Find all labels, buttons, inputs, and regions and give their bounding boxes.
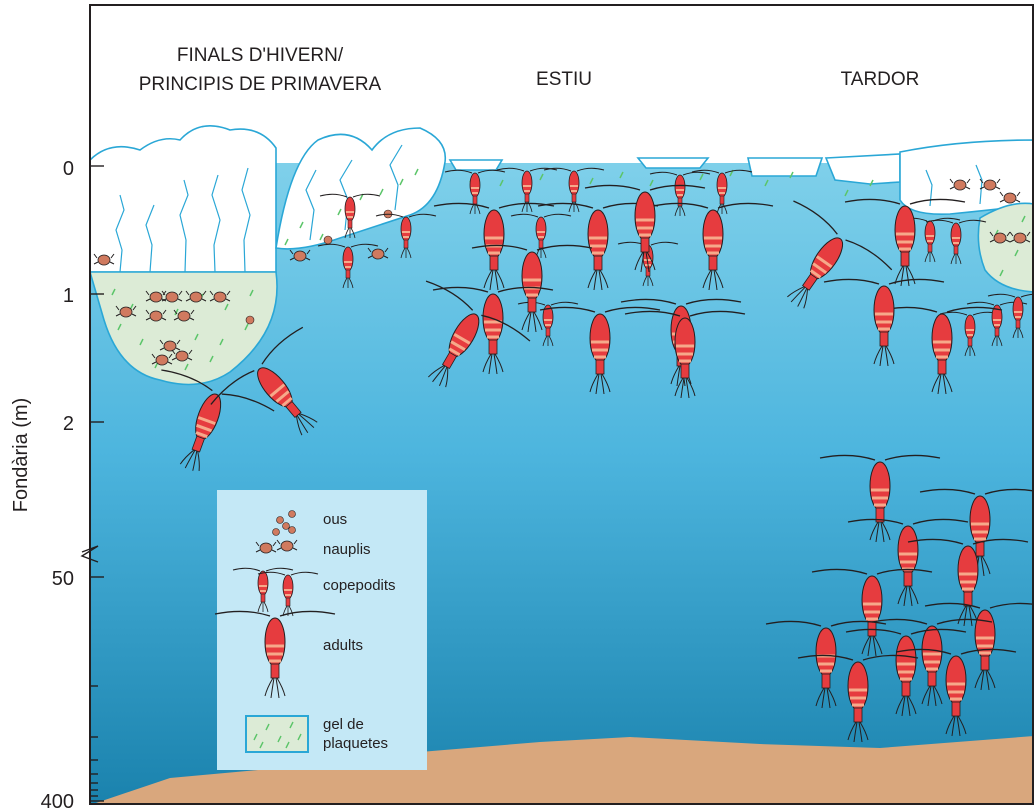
y-tick-label: 2	[63, 413, 74, 435]
y-tick-label: 400	[41, 791, 74, 810]
legend: ous nauplis copepodits adults gel de pla…	[215, 490, 427, 770]
y-tick-label: 1	[63, 285, 74, 307]
autumn-ice	[826, 154, 900, 184]
season-label-summer: ESTIU	[536, 69, 592, 90]
legend-label-adults: adults	[323, 637, 363, 654]
y-axis-title: Fondària (m)	[10, 398, 32, 512]
legend-label-platelet-ice: gel de	[323, 716, 364, 733]
season-label-autumn: TARDOR	[841, 69, 920, 90]
season-label-winter: FINALS D'HIVERN/	[177, 45, 344, 66]
y-tick-label: 50	[52, 568, 74, 590]
legend-label-nauplii: nauplis	[323, 541, 371, 558]
summer-ice-floe	[638, 158, 708, 168]
legend-label-eggs: ous	[323, 511, 347, 528]
season-label-winter: PRINCIPIS DE PRIMAVERA	[139, 74, 382, 95]
platelet-ice-swatch	[246, 716, 308, 752]
autumn-ice	[900, 140, 1034, 214]
y-tick-label: 0	[63, 158, 74, 180]
legend-label-copepodites: copepodits	[323, 577, 396, 594]
legend-label-platelet-ice: plaquetes	[323, 735, 388, 752]
summer-ice-floe	[450, 160, 502, 170]
summer-ice-floe	[748, 158, 822, 176]
winter-ice-block	[90, 126, 276, 272]
